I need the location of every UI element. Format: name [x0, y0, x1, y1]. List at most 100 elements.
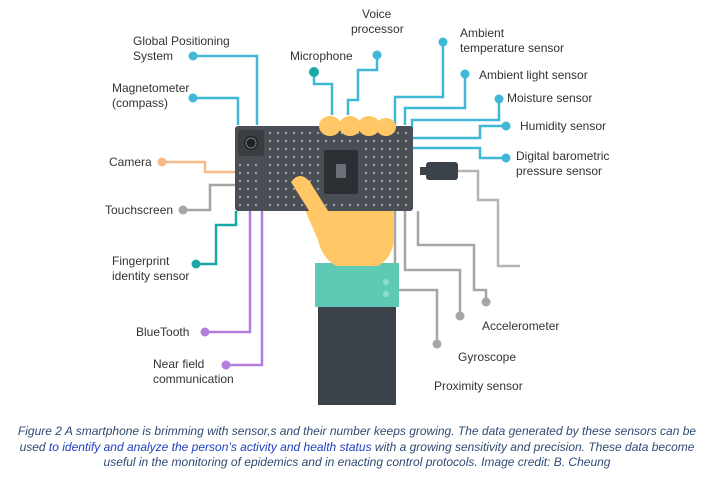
thumb — [291, 176, 330, 222]
phone-dot — [372, 179, 376, 183]
bluetooth-label: BlueTooth — [136, 325, 189, 339]
phone-dot — [300, 203, 304, 207]
phone-dot — [388, 195, 392, 199]
moisture-label: Moisture sensor — [507, 91, 592, 105]
phone-dot — [268, 171, 272, 175]
phone-dot — [308, 139, 312, 143]
smartphone-sensors-diagram: Global Positioning System Magnetometer (… — [105, 7, 613, 405]
phone-dot — [276, 163, 280, 167]
phone-dot — [380, 139, 384, 143]
phone-dot — [396, 179, 400, 183]
phone-dot — [268, 179, 272, 183]
phone-dot — [372, 163, 376, 167]
phone-dot — [380, 195, 384, 199]
phone-dot — [308, 131, 312, 135]
shirt-cuff — [315, 263, 399, 307]
phone-dot — [372, 203, 376, 207]
phone-dot — [276, 179, 280, 183]
accelerometer-label: Accelerometer — [482, 319, 559, 333]
phone-dot — [284, 147, 288, 151]
phone-dot — [300, 155, 304, 159]
proximity-connector — [393, 211, 439, 344]
phone-dot — [308, 171, 312, 175]
phone-dot — [308, 155, 312, 159]
phone-dot — [238, 179, 242, 183]
nfc-dot — [221, 360, 231, 370]
phone-dot — [246, 163, 250, 167]
phone-dot — [316, 187, 320, 191]
phone-dot — [284, 163, 288, 167]
phone-dot — [340, 139, 344, 143]
phone-dot — [292, 131, 296, 135]
phone-dot — [372, 139, 376, 143]
usb-connector — [458, 169, 520, 268]
phone-dot — [380, 147, 384, 151]
phone-dot — [268, 187, 272, 191]
fingerprint-connector — [196, 211, 238, 266]
phone-dot — [292, 195, 296, 199]
phone-dot — [364, 203, 368, 207]
phone-dot — [388, 179, 392, 183]
fingerprint-dot — [191, 259, 201, 269]
fingerprint-label: Fingerprint identity sensor — [112, 254, 189, 283]
phone-dot — [364, 179, 368, 183]
phone-dot — [284, 155, 288, 159]
proximity-label: Proximity sensor — [434, 379, 523, 393]
hand-fingers — [291, 116, 396, 222]
phone-dot — [292, 139, 296, 143]
phone-dot — [316, 139, 320, 143]
phone-dot — [292, 155, 296, 159]
phone-dot — [316, 179, 320, 183]
gyroscope-label: Gyroscope — [458, 350, 516, 364]
ambient-temp-label: Ambient temperature sensor — [460, 26, 564, 55]
phone-dot — [356, 203, 360, 207]
magnetometer-connector — [193, 96, 240, 125]
phone-dot — [316, 171, 320, 175]
phone-dot — [292, 171, 296, 175]
phone-dot — [254, 163, 258, 167]
phone-dot — [324, 139, 328, 143]
phone-dot — [396, 203, 400, 207]
camera-connector — [162, 160, 248, 174]
barometric-label: Digital barometric pressure sensor — [516, 149, 613, 178]
phone-dot — [396, 163, 400, 167]
phone-dot — [348, 203, 352, 207]
phone-dot — [324, 203, 328, 207]
phone-dot — [254, 171, 258, 175]
humidity-dot — [501, 121, 511, 131]
gyroscope-connector — [403, 211, 462, 316]
phone-dot — [292, 187, 296, 191]
gps-dot — [188, 51, 198, 61]
phone-dot — [268, 131, 272, 135]
gps-connector — [193, 54, 259, 125]
ambient-temp-connector — [393, 42, 445, 125]
humidity-label: Humidity sensor — [520, 119, 606, 133]
phone-dot — [246, 187, 250, 191]
phone-dot — [238, 171, 242, 175]
ambient-light-connector — [403, 74, 467, 125]
phone-dot — [276, 195, 280, 199]
phone-dot — [396, 147, 400, 151]
phone-dot — [364, 163, 368, 167]
phone-dot — [380, 187, 384, 191]
phone-dot — [396, 195, 400, 199]
phone-dot — [254, 195, 258, 199]
phone-dot — [254, 187, 258, 191]
cuff-button-icon — [383, 279, 389, 285]
voice-dot — [372, 50, 382, 60]
phone-dot — [238, 203, 242, 207]
phone-dot — [276, 203, 280, 207]
phone-dot — [268, 155, 272, 159]
phone-dot — [276, 155, 280, 159]
phone-dot — [388, 203, 392, 207]
phone-dot — [380, 155, 384, 159]
nfc-connector — [226, 211, 264, 367]
phone-dot — [380, 179, 384, 183]
phone-dot — [404, 195, 408, 199]
phone-dot — [276, 139, 280, 143]
phone-dot — [388, 155, 392, 159]
phone-dot — [284, 203, 288, 207]
usb-plug-icon — [426, 162, 458, 180]
connector-dots — [157, 37, 511, 370]
phone-dot — [404, 131, 408, 135]
